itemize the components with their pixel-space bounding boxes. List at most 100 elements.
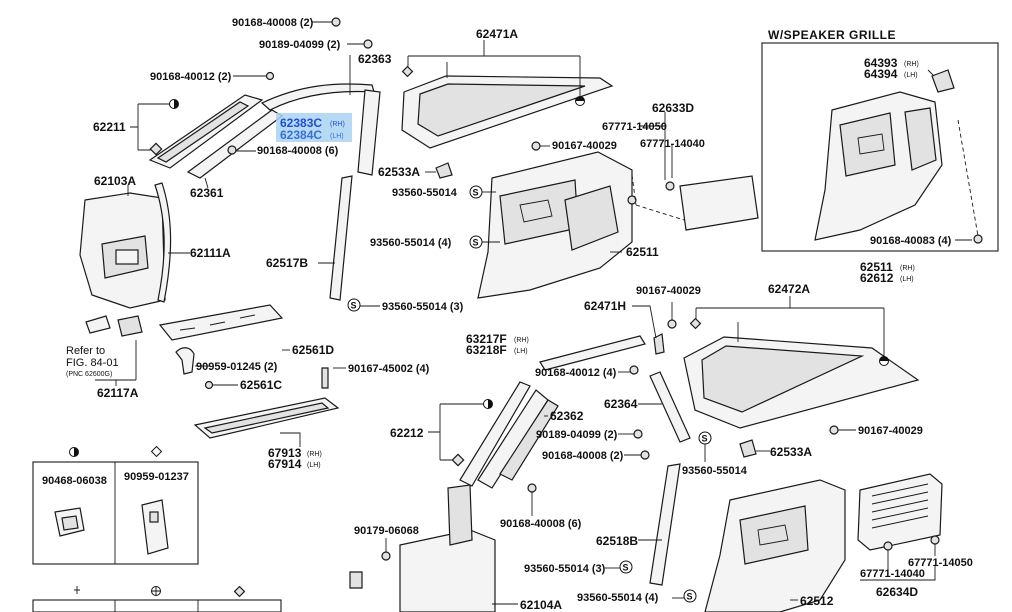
quarter-trim-62103a[interactable]	[79, 192, 166, 309]
quarter-window-trim-62471a[interactable]	[401, 75, 614, 149]
quarter-trim-62104a[interactable]	[399, 484, 496, 612]
label-90959-01245-2: 90959-01245 (2)	[196, 361, 278, 373]
svg-text:S: S	[351, 301, 357, 311]
speaker-grille-62633d[interactable]	[679, 175, 759, 231]
label-62362: 62362	[550, 409, 584, 423]
label-62612-box-side: (LH)	[900, 276, 914, 283]
label-67771-14050-low: 67771-14050	[908, 557, 973, 569]
label-93560-55014-3-low: 93560-55014 (3)	[524, 563, 606, 575]
label-62472a: 62472A	[768, 282, 810, 296]
label-64393: 64393	[864, 56, 898, 70]
scuff-plate-62561d[interactable]	[158, 304, 284, 341]
label-90168-40008-6-low: 90168-40008 (6)	[500, 518, 582, 530]
quarter-trim-62511[interactable]	[477, 151, 633, 299]
label-90168-40008-6: 90168-40008 (6)	[257, 145, 339, 157]
label-90168-40083-4: 90168-40083 (4)	[870, 235, 952, 247]
label-90189-04099-2-mid: 90189-04099 (2)	[536, 429, 618, 441]
pillar-garnish-62211[interactable]	[148, 94, 264, 169]
label-93560-55014-4-low: 93560-55014 (4)	[577, 592, 659, 604]
label-62471h: 62471H	[584, 299, 626, 313]
label-62211: 62211	[93, 120, 126, 134]
label-67771-14040-top: 67771-14040	[640, 138, 705, 150]
label-62212: 62212	[390, 426, 424, 440]
label-67771-14050-top: 67771-14050	[602, 121, 667, 133]
label-62384c-side: (LH)	[330, 133, 344, 140]
label-62384c[interactable]: 62384C	[280, 128, 322, 142]
weatherstrip-62111a[interactable]	[154, 182, 172, 303]
label-64393-side: (RH)	[904, 61, 919, 68]
label-62383c[interactable]: 62383C	[280, 116, 322, 130]
clip-icon	[883, 535, 940, 551]
label-93560-55014-top: 93560-55014	[392, 187, 458, 199]
clip-90468-icon	[54, 507, 85, 537]
pillar-strip-62517b[interactable]	[329, 175, 353, 301]
label-67913-side: (RH)	[307, 451, 322, 458]
label-90168-40012-2: 90168-40012 (2)	[150, 71, 232, 83]
label-62533a-mid: 62533A	[770, 445, 812, 459]
label-90167-40029-right: 90167-40029	[858, 425, 923, 437]
label-67771-14040-low: 67771-14040	[860, 568, 925, 580]
label-62533a-top: 62533A	[378, 165, 420, 179]
label-90179-06068: 90179-06068	[354, 525, 419, 537]
label-64394: 64394	[864, 67, 898, 81]
speaker-grille-64393[interactable]	[931, 69, 955, 93]
clip-icon	[175, 347, 329, 390]
label-90167-40029-mid: 90167-40029	[636, 285, 701, 297]
label-63217f: 63217F	[466, 332, 507, 346]
label-93560-55014-mid: 93560-55014	[682, 465, 748, 477]
clip-icon	[629, 365, 639, 375]
label-62512: 62512	[800, 594, 834, 608]
label-93560-55014-4-top: 93560-55014 (4)	[370, 237, 452, 249]
roof-rail-garnish-62363[interactable]	[260, 83, 381, 176]
svg-text:S: S	[473, 188, 479, 198]
svg-text:S: S	[473, 238, 479, 248]
label-64394-side: (LH)	[904, 72, 918, 79]
highlight-62383c	[276, 113, 352, 142]
weatherstrip-63217f[interactable]	[539, 335, 646, 371]
pillar-strip-62518b[interactable]	[649, 463, 681, 586]
pnc-ref-label: (PNC 62600G)	[66, 371, 112, 378]
label-62561c: 62561C	[240, 378, 282, 392]
refer-to-label: Refer to	[66, 345, 105, 357]
label-62363: 62363	[358, 52, 392, 66]
speaker-grille-62634d[interactable]	[857, 473, 943, 551]
quarter-window-trim-62472a[interactable]	[683, 336, 920, 429]
legend-box-lower	[32, 599, 282, 612]
pillar-garnish-62362[interactable]	[499, 399, 559, 481]
label-67913: 67913	[268, 446, 302, 460]
clip-icon	[653, 319, 677, 355]
label-62634d: 62634D	[876, 585, 918, 599]
label-62383c-side: (RH)	[330, 121, 345, 128]
label-93560-55014-3: 93560-55014 (3)	[382, 301, 464, 313]
label-62511-box-side: (RH)	[900, 265, 915, 272]
scuff-plate-67913[interactable]	[193, 397, 340, 439]
label-62612-box: 62612	[860, 271, 894, 285]
label-63217f-side: (RH)	[514, 337, 529, 344]
quarter-trim-with-speaker-grille[interactable]	[814, 91, 943, 241]
label-62111a: 62111A	[190, 246, 231, 260]
legend-label-90468-06038: 90468-06038	[42, 475, 107, 487]
clip-icon	[349, 551, 391, 589]
quarter-trim-62512[interactable]	[704, 479, 846, 612]
label-63218f-side: (LH)	[514, 348, 528, 355]
speaker-grille-variant-box	[761, 42, 999, 252]
label-67914-side: (LH)	[307, 462, 321, 469]
label-90167-45002-4: 90167-45002 (4)	[348, 363, 430, 375]
clip-icon	[973, 234, 983, 244]
label-62471a: 62471A	[476, 27, 518, 41]
label-90167-40029-top: 90167-40029	[552, 140, 617, 152]
label-62518b: 62518B	[596, 534, 638, 548]
label-62561d: 62561D	[292, 343, 334, 357]
clip-90959-icon	[141, 499, 169, 555]
label-67914: 67914	[268, 457, 302, 471]
fig-ref-link[interactable]: FIG. 84-01	[66, 357, 119, 369]
label-62633d: 62633D	[652, 101, 694, 115]
label-62104a: 62104A	[520, 598, 562, 612]
label-63218f: 63218F	[466, 343, 507, 357]
pillar-strip-62364[interactable]	[649, 371, 691, 443]
label-62361: 62361	[190, 186, 224, 200]
label-90168-40012-4: 90168-40012 (4)	[535, 367, 617, 379]
svg-text:S: S	[687, 592, 693, 602]
